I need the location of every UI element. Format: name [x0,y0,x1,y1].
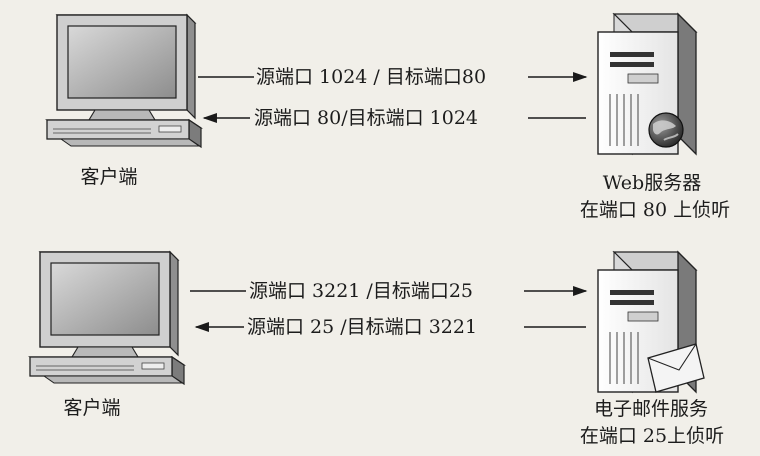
request-label-top: 源端口 1024 / 目标端口80 [256,66,487,88]
globe-icon [648,112,684,148]
mail-server-listen-port: 在端口 25上侦听 [579,425,725,447]
client-computer-top-icon [46,14,202,148]
mail-server-name: 电子邮件服务 [593,398,709,420]
response-label-top: 源端口 80/目标端口 1024 [254,107,479,129]
web-server-listen-port: 在端口 80 上侦听 [579,199,731,221]
client-label-bottom: 客户端 [63,397,121,419]
envelope-icon [647,343,705,393]
web-server-name: Web服务器 [602,172,702,194]
response-label-bottom: 源端口 25 /目标端口 3221 [247,316,478,338]
client-label-top: 客户端 [80,166,138,188]
request-label-bottom: 源端口 3221 /目标端口25 [249,280,474,302]
client-computer-bottom-icon [29,251,185,385]
